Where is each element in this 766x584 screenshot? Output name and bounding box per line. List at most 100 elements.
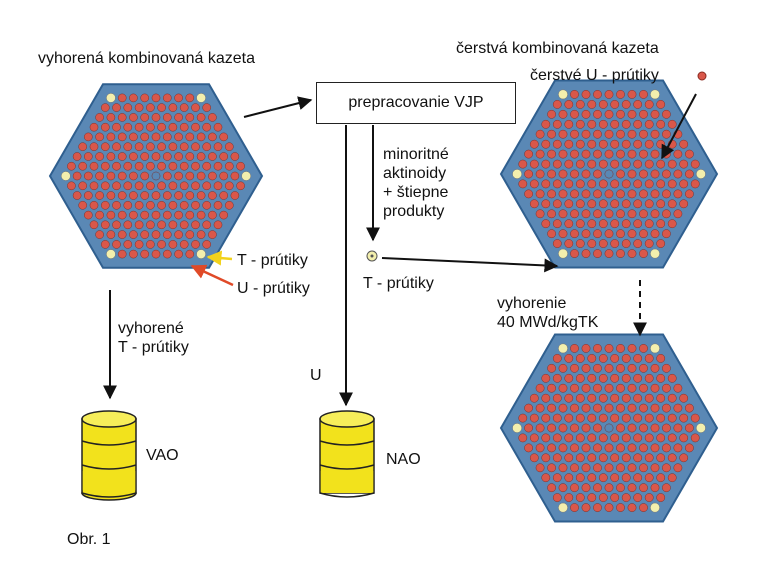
u-rod xyxy=(604,423,614,433)
u-rod xyxy=(575,493,585,502)
u-rod xyxy=(541,219,551,229)
u-rod xyxy=(230,152,240,161)
u-rod xyxy=(610,199,620,209)
u-rod xyxy=(518,179,528,189)
u-rod xyxy=(604,169,614,179)
u-rod xyxy=(616,249,625,258)
u-rod xyxy=(100,122,110,132)
u-rod xyxy=(208,210,217,220)
u-rod xyxy=(112,122,121,132)
u-rod xyxy=(117,132,127,142)
u-rod xyxy=(558,483,568,493)
u-rod xyxy=(541,473,551,483)
u-rod xyxy=(604,249,614,258)
u-rod xyxy=(552,433,562,443)
u-rod xyxy=(685,169,694,179)
u-rod xyxy=(621,493,631,502)
u-rod xyxy=(616,463,625,473)
u-rod xyxy=(685,189,694,199)
u-rod xyxy=(667,119,677,129)
u-rod xyxy=(639,249,648,258)
u-rod xyxy=(123,200,133,210)
u-rod xyxy=(685,423,694,433)
u-rod xyxy=(575,453,585,463)
u-rod xyxy=(535,423,545,433)
u-rod xyxy=(558,403,568,413)
t-rod xyxy=(650,343,660,354)
u-rod xyxy=(151,230,161,239)
u-rod xyxy=(558,149,568,159)
u-rod xyxy=(656,119,666,129)
u-rod xyxy=(621,100,631,109)
u-rod xyxy=(570,463,579,473)
u-rod xyxy=(129,191,138,200)
u-rod xyxy=(558,209,568,219)
u-rod xyxy=(575,159,585,169)
u-rod xyxy=(524,403,533,413)
u-rod xyxy=(639,463,648,473)
u-rod xyxy=(151,93,161,103)
u-rod xyxy=(134,161,144,171)
u-rod xyxy=(174,210,183,220)
spent-t-rods-line-1: vyhorené xyxy=(118,320,184,337)
u-rod xyxy=(224,142,234,152)
u-rod xyxy=(604,443,614,453)
u-rod xyxy=(581,403,591,413)
u-rod xyxy=(604,149,614,159)
u-rod xyxy=(174,152,183,161)
u-rod xyxy=(524,189,533,199)
u-rod xyxy=(134,103,144,112)
u-rod xyxy=(598,199,608,209)
u-rod xyxy=(610,354,620,363)
u-rod xyxy=(593,383,602,393)
arrow-spent-to-reprocessing xyxy=(243,96,313,118)
u-rod xyxy=(570,109,579,119)
u-rod xyxy=(627,229,637,239)
u-rod xyxy=(529,139,539,149)
u-rod xyxy=(644,159,654,169)
u-rod xyxy=(174,191,183,200)
u-rod xyxy=(598,219,608,229)
u-rod xyxy=(593,229,602,239)
u-rod xyxy=(106,230,116,239)
u-rod xyxy=(146,122,155,132)
u-rod xyxy=(140,191,150,200)
u-rod xyxy=(593,363,602,373)
u-rod xyxy=(129,230,138,239)
u-rod xyxy=(587,393,597,403)
u-rod xyxy=(146,103,155,112)
u-rod xyxy=(157,122,166,132)
u-rod xyxy=(604,189,614,199)
u-rod xyxy=(106,191,116,200)
u-rod xyxy=(208,171,217,181)
u-rod xyxy=(529,159,539,169)
u-rod xyxy=(639,229,648,239)
u-rod xyxy=(202,240,212,249)
u-rod xyxy=(529,433,539,443)
u-rod xyxy=(656,453,666,463)
u-rod xyxy=(633,199,643,209)
u-rod xyxy=(593,129,602,139)
u-rod xyxy=(236,181,245,191)
u-rod xyxy=(644,100,654,109)
u-rod xyxy=(627,423,637,433)
u-rod xyxy=(667,453,677,463)
u-rod xyxy=(610,100,620,109)
u-rod xyxy=(639,443,648,453)
u-rod xyxy=(552,100,562,109)
u-rod xyxy=(627,383,637,393)
u-rod xyxy=(633,413,643,423)
minor-actinides-line-4: produkty xyxy=(383,203,445,220)
u-rod xyxy=(598,139,608,149)
u-rod xyxy=(685,149,694,159)
u-rod xyxy=(610,159,620,169)
t-rod xyxy=(61,171,71,181)
u-rod xyxy=(616,109,625,119)
u-rod xyxy=(679,453,689,463)
u-rod xyxy=(581,503,591,512)
u-rod xyxy=(639,383,648,393)
u-rod xyxy=(604,344,614,353)
u-rod xyxy=(535,403,545,413)
u-rod xyxy=(627,363,637,373)
u-rod xyxy=(134,240,144,249)
